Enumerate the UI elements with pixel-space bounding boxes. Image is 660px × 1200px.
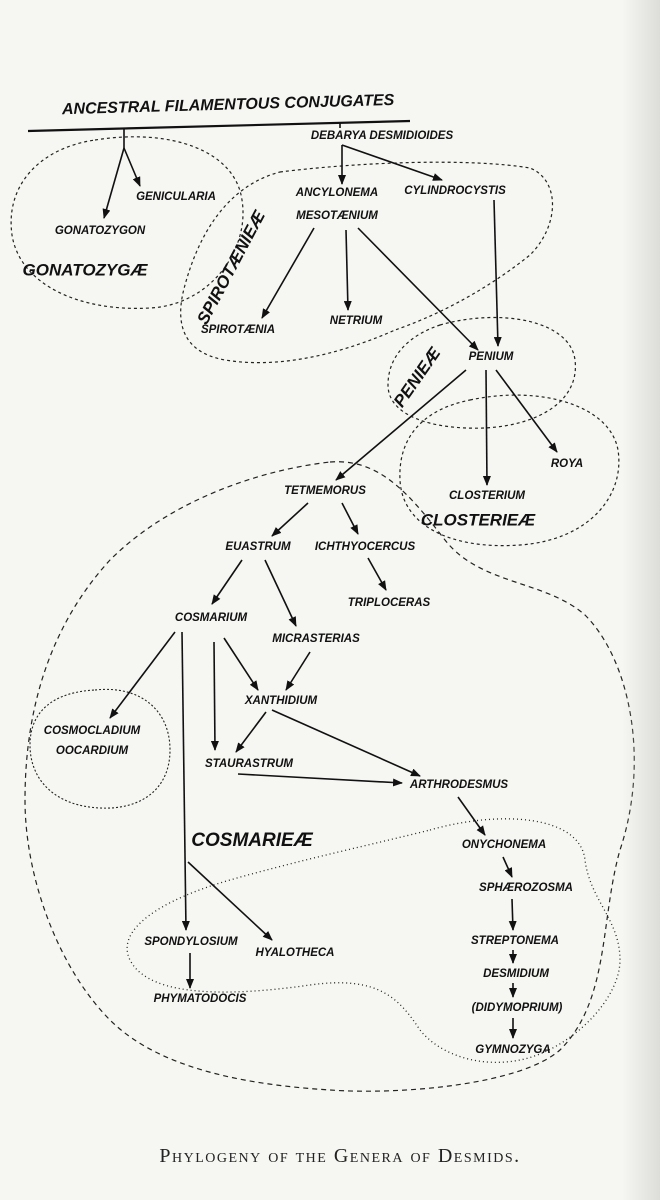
- edge-debarya-to-cylindrocystis: [341, 144, 443, 181]
- edge-xanthidium-to-staurastrum: [235, 711, 267, 753]
- node-didymoprium: (DIDYMOPRIUM): [472, 1002, 563, 1014]
- node-mesotaenium: MESOTÆNIUM: [296, 210, 378, 222]
- node-sphaerozosma: SPHÆROZOSMA: [479, 882, 573, 894]
- node-closterium: CLOSTERIUM: [449, 490, 525, 502]
- edge-tetmemorus-to-ichthyocercus: [341, 502, 359, 535]
- node-spirotaenia: SPIROTÆNIA: [201, 324, 275, 336]
- node-debarya: DEBARYA DESMIDIOIDES: [311, 130, 454, 142]
- edge-xanthidium-to-arthrodesmus: [271, 709, 421, 777]
- edge-root-to-gonatozygon: [102, 147, 125, 219]
- edge-root-to-genicularia: [123, 147, 141, 187]
- node-oocardium: OOCARDIUM: [56, 745, 129, 757]
- node-netrium: NETRIUM: [330, 315, 383, 327]
- edge-mesotaenium-to-netrium: [343, 229, 352, 311]
- edge-penium-to-tetmemorus: [335, 369, 467, 481]
- node-staurastrum: STAURASTRUM: [205, 758, 293, 770]
- edge-sphaerozosma-to-streptonema: [508, 898, 517, 931]
- edge-cosmarium-to-xanthidium: [223, 637, 259, 691]
- edges: [102, 144, 558, 1039]
- group-gonatozygeae: GONATOZYGÆ: [23, 260, 149, 279]
- node-euastrum: EUASTRUM: [225, 541, 291, 553]
- closterieae-boundary: [399, 394, 620, 547]
- group-cosmarieae: COSMARIEÆ: [191, 830, 313, 851]
- node-micrasterias: MICRASTERIAS: [272, 633, 360, 645]
- edge-penium-to-roya: [495, 369, 558, 453]
- node-desmidium: DESMIDIUM: [483, 968, 549, 980]
- node-genicularia: GENICULARIA: [136, 191, 216, 203]
- edge-mesotaenium-to-spirotaenia: [261, 227, 315, 319]
- penieae-boundary: [387, 316, 576, 429]
- node-onychonema: ONYCHONEMA: [462, 839, 546, 851]
- node-arthrodesmus: ARTHRODESMUS: [409, 779, 509, 791]
- node-streptonema: STREPTONEMA: [471, 935, 559, 947]
- edge-penium-to-closterium: [482, 369, 491, 486]
- node-phymatodocis: PHYMATODOCIS: [154, 993, 247, 1005]
- cosmocladium-boundary: [29, 688, 171, 809]
- node-ichthyocercus: ICHTHYOCERCUS: [315, 541, 416, 553]
- edge-micrasterias-to-xanthidium: [285, 651, 311, 691]
- node-tetmemorus: TETMEMORUS: [284, 485, 366, 497]
- edge-cosmarium-to-hyalotheca: [187, 861, 273, 941]
- node-hyalotheca: HYALOTHECA: [255, 947, 334, 959]
- filament-boundary: [126, 818, 621, 1063]
- edge-ichthyocercus-to-triploceras: [367, 557, 387, 591]
- group-penieae: PENIEÆ: [390, 343, 445, 410]
- edge-tetmemorus-to-euastrum: [271, 502, 309, 537]
- node-cylindrocystis: CYLINDROCYSTIS: [404, 185, 506, 197]
- node-xanthidium: XANTHIDIUM: [244, 695, 318, 707]
- node-triploceras: TRIPLOCERAS: [348, 597, 431, 609]
- edge-cosmarium-to-spondylosium: [181, 631, 190, 931]
- spirotaenieae-boundary: [180, 161, 553, 364]
- node-ancylonema: ANCYLONEMA: [295, 187, 378, 199]
- edge-euastrum-to-micrasterias: [264, 559, 297, 627]
- edge-cosmarium-to-staurastrum: [210, 641, 219, 751]
- cosmarieae-boundary: [24, 461, 635, 1092]
- edge-mesotaenium-to-penium: [357, 227, 479, 351]
- group-spirotaenieae: SPIROTÆNIEÆ: [193, 207, 269, 328]
- node-penium: PENIUM: [469, 351, 514, 363]
- edge-onychonema-to-sphaerozosma: [502, 856, 513, 878]
- group-closterieae: CLOSTERIEÆ: [421, 510, 536, 529]
- node-gymnozyga: GYMNOZYGA: [475, 1044, 550, 1056]
- edge-arthrodesmus-to-onychonema: [457, 796, 486, 836]
- edge-cylindrocystis-to-penium: [493, 199, 502, 347]
- node-cosmarium: COSMARIUM: [175, 612, 248, 624]
- edge-staurastrum-to-arthrodesmus: [237, 773, 403, 787]
- node-roya: ROYA: [551, 458, 583, 470]
- node-spondylosium: SPONDYLOSIUM: [144, 936, 238, 948]
- edge-euastrum-to-cosmarium: [211, 559, 243, 605]
- figure-caption: Phylogeny of the Genera of Desmids.: [159, 1145, 520, 1167]
- diagram-title: ANCESTRAL FILAMENTOUS CONJUGATES: [61, 92, 395, 118]
- gonatozygeae-boundary: [10, 136, 244, 309]
- ancestral-bar: [27, 119, 411, 133]
- edge-cosmarium-to-cosmocladium: [109, 631, 176, 719]
- node-cosmocladium: COSMOCLADIUM: [44, 725, 141, 737]
- node-gonatozygon: GONATOZYGON: [55, 225, 146, 237]
